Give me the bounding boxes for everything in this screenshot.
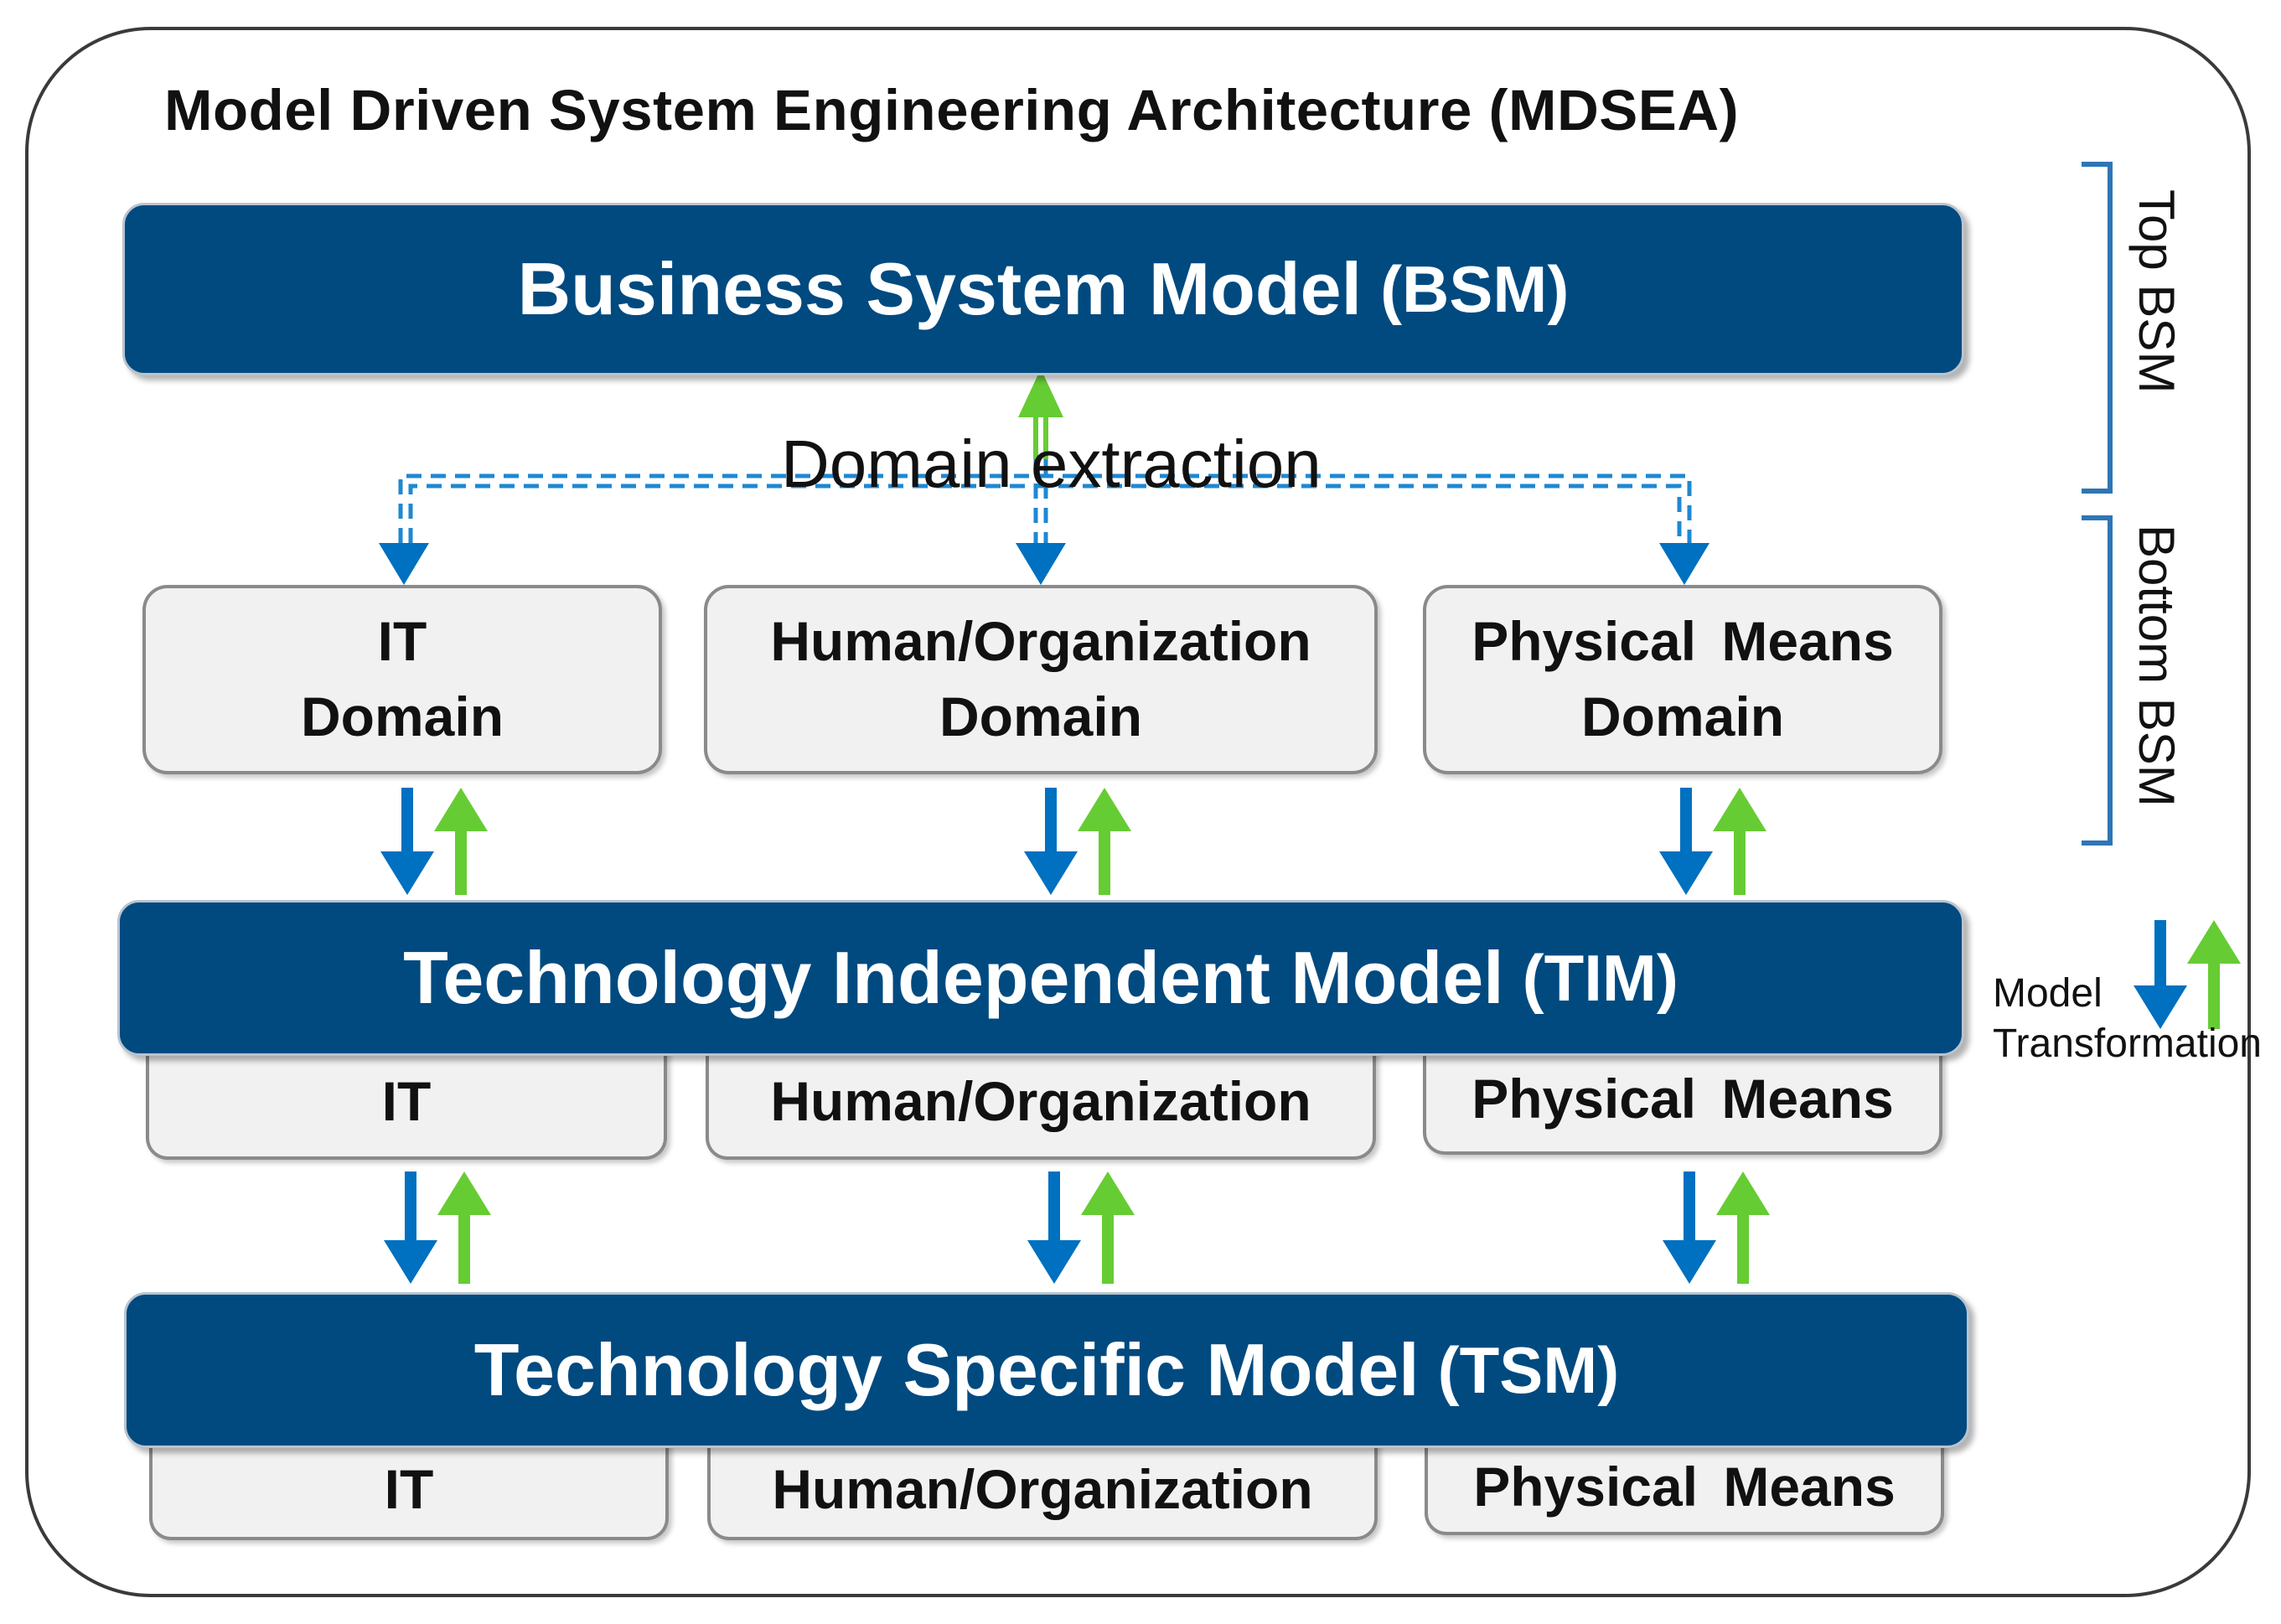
- it-domain-line2: Domain: [300, 685, 504, 747]
- tim-physical-means-box: Physical Means: [1423, 1039, 1942, 1155]
- tim-band: Technology Independent Model (TIM): [117, 900, 1964, 1056]
- tim-it-label: IT: [381, 1070, 432, 1132]
- legend-model-label: Model: [1993, 971, 2103, 1016]
- it-tsm-to-tim-up-arrow: [437, 1171, 491, 1284]
- it-tim-to-tsm-down-arrow: [384, 1171, 437, 1284]
- physical-means-tsm-to-tim-up-arrow: [1716, 1171, 1770, 1284]
- tsm-it-box: IT: [149, 1435, 669, 1540]
- physical-means-tim-to-tsm-down-arrow: [1663, 1171, 1716, 1284]
- bsm-up-arrow: [1018, 369, 1063, 459]
- diagram-title: Model Driven System Engineering Architec…: [164, 78, 1740, 142]
- tsm-name: Technology Specific Model: [473, 1328, 1420, 1411]
- diagram-frame: [25, 27, 2251, 1597]
- human-organization-domain-box: Human/Organization Domain: [704, 585, 1378, 774]
- physical-means-domain-line1: Physical Means: [1472, 610, 1894, 673]
- it-domain-to-tim-down-arrow: [380, 788, 434, 895]
- tsm-band: Technology Specific Model (TSM): [124, 1292, 1969, 1448]
- physical-means-domain-box: Physical Means Domain: [1423, 585, 1942, 774]
- bsm-band: Business System Model (BSM): [122, 203, 1964, 375]
- it-domain-line1: IT: [377, 610, 427, 673]
- tim-human-organization-label: Human/Organization: [770, 1070, 1311, 1132]
- tim-abbr: (TIM): [1522, 940, 1678, 1015]
- legend-transformation-label: Transformation: [1993, 1021, 2262, 1066]
- physical-means-domain-to-tim-down-arrow: [1659, 788, 1713, 895]
- tsm-physical-means-label: Physical Means: [1473, 1456, 1896, 1518]
- tsm-human-organization-label: Human/Organization: [772, 1458, 1313, 1520]
- bsm-name: Business System Model: [517, 247, 1363, 330]
- tsm-abbr: (TSM): [1437, 1332, 1620, 1407]
- tim-physical-means-label: Physical Means: [1472, 1068, 1894, 1130]
- human-organization-tim-to-domain-up-arrow: [1078, 788, 1131, 895]
- tsm-human-organization-box: Human/Organization: [707, 1435, 1378, 1540]
- human-organization-domain-line1: Human/Organization: [770, 610, 1311, 673]
- domain-extraction-lines: [398, 411, 1692, 543]
- it-tim-to-domain-up-arrow: [434, 788, 488, 895]
- it-domain-box: IT Domain: [142, 585, 662, 774]
- physical-means-tim-to-domain-up-arrow: [1713, 788, 1766, 895]
- tsm-it-label: IT: [384, 1458, 434, 1520]
- tsm-physical-means-box: Physical Means: [1425, 1435, 1944, 1535]
- transformation-arrows: [380, 788, 2241, 1284]
- bsm-abbr: (BSM): [1380, 251, 1570, 326]
- human-organization-domain-to-tim-down-arrow: [1024, 788, 1078, 895]
- human-organization-domain-line2: Domain: [939, 685, 1143, 747]
- side-brackets: [2082, 162, 2113, 846]
- domain-arrowheads: [379, 543, 1709, 585]
- top-bsm-label: Top BSM: [2128, 189, 2185, 394]
- domain-extraction-label: Domain extraction: [781, 427, 1322, 501]
- physical-means-domain-line2: Domain: [1580, 685, 1785, 747]
- human-organization-tim-to-tsm-down-arrow: [1027, 1171, 1081, 1284]
- legend-up-arrow-icon: [2187, 920, 2241, 1029]
- tim-human-organization-box: Human/Organization: [706, 1039, 1376, 1160]
- human-organization-tsm-to-tim-up-arrow: [1081, 1171, 1135, 1284]
- legend-down-arrow-icon: [2134, 920, 2187, 1029]
- tim-name: Technology Independent Model: [403, 936, 1504, 1019]
- tim-it-box: IT: [146, 1039, 667, 1160]
- bottom-bsm-label: Bottom BSM: [2128, 525, 2185, 807]
